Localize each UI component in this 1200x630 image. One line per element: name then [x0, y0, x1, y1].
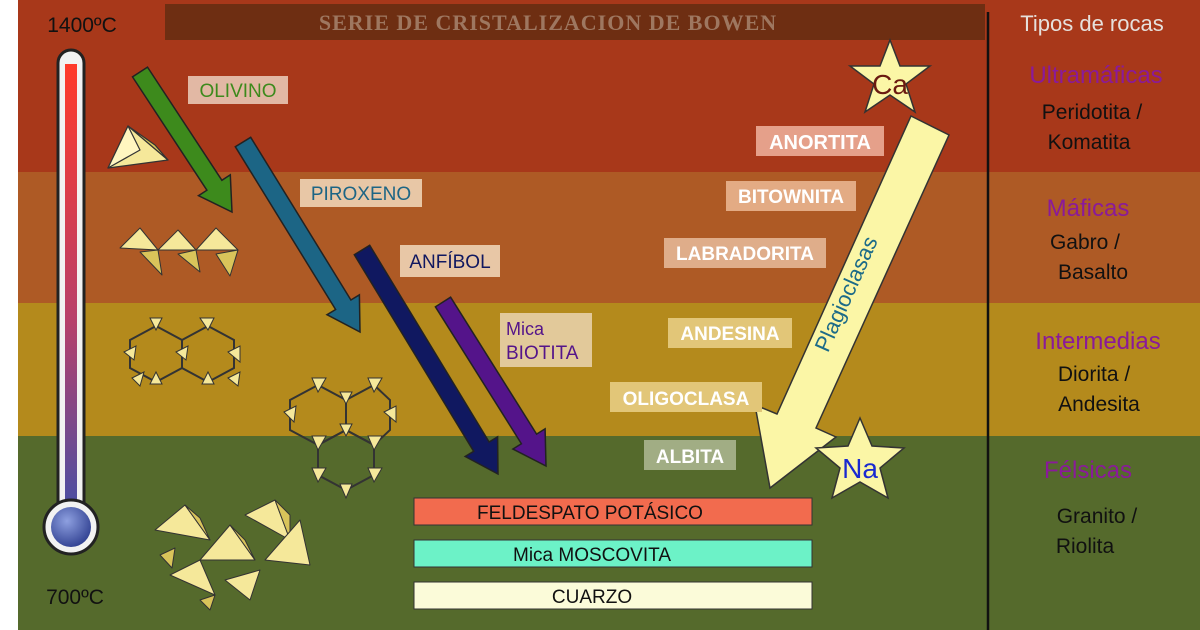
- olivino-arrow: [131, 66, 233, 214]
- band-mafic: [18, 172, 1200, 303]
- arrow-olivino-shape: [131, 66, 233, 214]
- albita-label: ALBITA: [656, 447, 725, 468]
- rock-group-intermediate-line2: Andesita: [1058, 393, 1140, 416]
- anfibol-arrow: [353, 244, 499, 476]
- plagioclase-arrow: [754, 114, 950, 490]
- cuarzo-bar: [413, 581, 813, 610]
- framework-silicate-icon: [283, 377, 397, 500]
- anfibol-label-box: [400, 245, 500, 277]
- piroxeno-label-box: [300, 179, 422, 207]
- arrow-piroxeno-shape: [234, 136, 361, 334]
- rock-group-ultramafic-line1: Peridotita /: [1042, 101, 1143, 124]
- moscovita-bar: [413, 539, 813, 568]
- rock-types-header: Tipos de rocas: [1020, 11, 1163, 36]
- biotita-label-line2: BIOTITA: [506, 343, 579, 364]
- anortita-label: ANORTITA: [769, 132, 871, 154]
- arrow-biotita-shape: [434, 296, 547, 468]
- temperature-low: 700ºC: [46, 586, 104, 609]
- rock-group-ultramafic-line2: Komatita: [1048, 131, 1131, 154]
- anfibol-label: ANFÍBOL: [409, 252, 490, 273]
- rock-group-mafic-name: Máficas: [1047, 195, 1130, 222]
- diagram-title: SERIE DE CRISTALIZACION DE BOWEN: [319, 10, 777, 35]
- band-intermediate: [18, 303, 1200, 436]
- labradorita-label: LABRADORITA: [676, 244, 814, 265]
- rock-group-felsic-name: Félsicas: [1044, 457, 1132, 484]
- feldespato-bar: [413, 497, 813, 526]
- chain-silicate-icon: [119, 227, 239, 277]
- piroxeno-arrow: [234, 136, 361, 334]
- feldespato-label: FELDESPATO POTÁSICO: [477, 503, 703, 524]
- sodium-label: Na: [842, 453, 878, 484]
- biotita-arrow: [434, 296, 547, 468]
- andesina-label: ANDESINA: [680, 324, 780, 345]
- calcium-label: Ca: [872, 69, 908, 100]
- olivino-label: OLIVINO: [199, 81, 276, 102]
- arrow-anfibol-shape: [353, 244, 499, 476]
- rock-group-intermediate-line1: Diorita /: [1058, 363, 1131, 386]
- biotita-label-line1: Mica: [506, 319, 545, 339]
- andesina-label-box: [668, 318, 792, 348]
- tetrahedron-icon: [107, 125, 169, 169]
- albita-label-box: [644, 440, 736, 470]
- biotita-label-box: [500, 313, 592, 367]
- rock-group-felsic-line2: Riolita: [1056, 535, 1115, 558]
- thermometer-icon: [42, 48, 100, 556]
- cuarzo-label: CUARZO: [552, 587, 632, 608]
- sodium-star-icon: [814, 416, 906, 500]
- moscovita-label: Mica MOSCOVITA: [513, 545, 671, 566]
- oligoclasa-label-box: [610, 382, 762, 412]
- olivino-label-box: [188, 76, 288, 104]
- bitownita-label: BITOWNITA: [738, 187, 844, 208]
- labradorita-label-box: [664, 238, 826, 268]
- calcium-star-icon: [847, 37, 933, 114]
- bitownita-label-box: [726, 181, 856, 211]
- rock-group-felsic-line1: Granito /: [1057, 505, 1138, 528]
- oligoclasa-label: OLIGOCLASA: [623, 389, 750, 410]
- piroxeno-label: PIROXENO: [311, 184, 411, 205]
- rock-group-ultramafic-name: Ultramáficas: [1029, 62, 1162, 89]
- title-bar: [165, 4, 985, 40]
- 3d-framework-icon: [154, 499, 311, 611]
- anortita-label-box: [756, 126, 884, 156]
- rock-group-mafic-line1: Gabro /: [1050, 231, 1120, 254]
- sheet-silicate-icon: [123, 317, 241, 387]
- temperature-high: 1400ºC: [47, 14, 117, 37]
- rock-group-mafic-line2: Basalto: [1058, 261, 1128, 284]
- rock-group-intermediate-name: Intermedias: [1035, 328, 1160, 355]
